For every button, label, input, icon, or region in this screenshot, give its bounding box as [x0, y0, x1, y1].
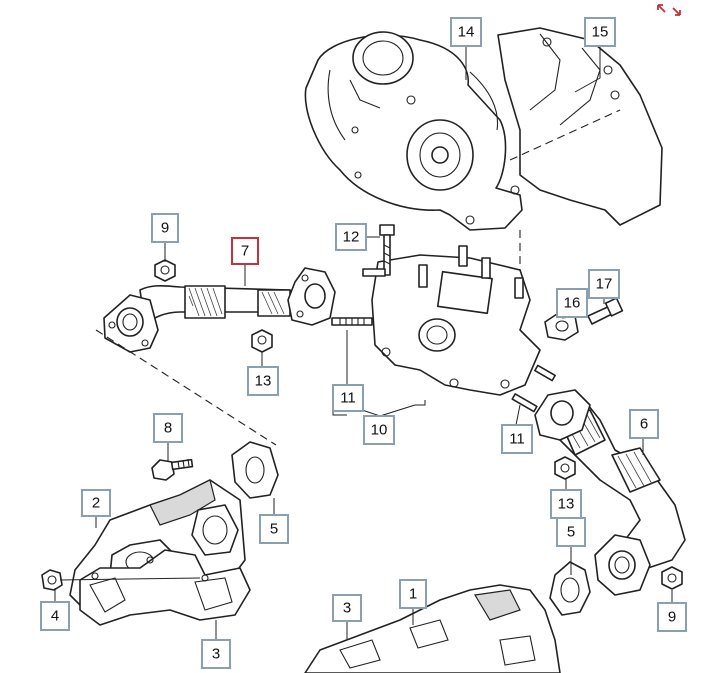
svg-text:16: 16 — [564, 295, 581, 312]
svg-text:10: 10 — [371, 422, 388, 439]
svg-text:15: 15 — [592, 24, 609, 41]
callout-3-right[interactable]: 3 — [332, 594, 362, 622]
svg-text:11: 11 — [340, 390, 356, 407]
exhaust-manifold-1[interactable] — [304, 584, 561, 673]
callout-9-lower[interactable]: 9 — [657, 602, 687, 632]
egr-pipe-7[interactable] — [103, 267, 336, 353]
callout-5-left[interactable]: 5 — [259, 514, 289, 544]
bolt-8[interactable] — [151, 458, 194, 481]
callout-4[interactable]: 4 — [40, 601, 70, 631]
gasket-5-right[interactable] — [549, 561, 591, 616]
svg-text:3: 3 — [343, 600, 351, 617]
svg-text:13: 13 — [255, 373, 272, 390]
leader-lines — [54, 46, 673, 644]
heat-shield[interactable] — [497, 27, 663, 226]
callout-6[interactable]: 6 — [629, 409, 659, 439]
callout-15[interactable]: 15 — [584, 17, 616, 47]
callout-12[interactable]: 12 — [335, 223, 367, 251]
svg-text:1: 1 — [409, 586, 417, 603]
nut-13-upper[interactable] — [251, 329, 273, 353]
bolt-17[interactable] — [587, 297, 624, 325]
callout-11-lower[interactable]: 11 — [501, 424, 533, 454]
svg-text:17: 17 — [596, 276, 613, 293]
callout-10[interactable]: 10 — [363, 415, 395, 445]
downpipe-6[interactable] — [534, 389, 686, 596]
svg-text:5: 5 — [270, 521, 278, 538]
callout-8[interactable]: 8 — [153, 413, 183, 443]
callout-13-lower[interactable]: 13 — [550, 489, 582, 519]
gasket-5-left[interactable] — [231, 441, 279, 499]
svg-text:9: 9 — [161, 220, 169, 237]
expand-arrows-icon[interactable] — [655, 2, 683, 18]
svg-text:8: 8 — [164, 420, 172, 437]
svg-text:13: 13 — [558, 496, 575, 513]
nut-9-upper[interactable] — [154, 259, 176, 282]
callout-14[interactable]: 14 — [450, 17, 482, 47]
exhaust-elbow[interactable] — [371, 245, 541, 396]
callout-13-upper[interactable]: 13 — [247, 366, 279, 396]
svg-text:6: 6 — [640, 416, 648, 433]
stud-11-upper[interactable] — [331, 268, 386, 326]
callout-9-upper[interactable]: 9 — [151, 213, 179, 243]
bolt-12[interactable] — [379, 224, 395, 276]
svg-text:2: 2 — [92, 495, 100, 512]
stud-11-lower[interactable] — [511, 364, 556, 413]
nut-13-lower[interactable] — [554, 456, 576, 480]
svg-text:9: 9 — [668, 609, 676, 626]
svg-text:14: 14 — [458, 24, 475, 41]
callout-1[interactable]: 1 — [399, 579, 427, 609]
svg-text:3: 3 — [212, 646, 220, 663]
callout-2[interactable]: 2 — [81, 489, 111, 517]
turbocharger[interactable] — [304, 31, 523, 231]
svg-text:7: 7 — [241, 243, 249, 260]
callout-17[interactable]: 17 — [588, 269, 620, 299]
callout-5-right[interactable]: 5 — [556, 517, 586, 547]
svg-text:5: 5 — [567, 524, 575, 541]
svg-text:11: 11 — [509, 431, 525, 448]
nut-4[interactable] — [41, 569, 63, 591]
callout-7[interactable]: 7 — [231, 237, 259, 265]
svg-text:4: 4 — [51, 608, 59, 625]
svg-text:12: 12 — [343, 229, 360, 246]
callout-11-upper[interactable]: 11 — [332, 384, 364, 412]
callout-16[interactable]: 16 — [556, 288, 588, 318]
callout-3-left[interactable]: 3 — [201, 639, 231, 669]
manifold-flange-plate[interactable] — [79, 549, 251, 626]
nut-9-lower[interactable] — [661, 566, 683, 590]
